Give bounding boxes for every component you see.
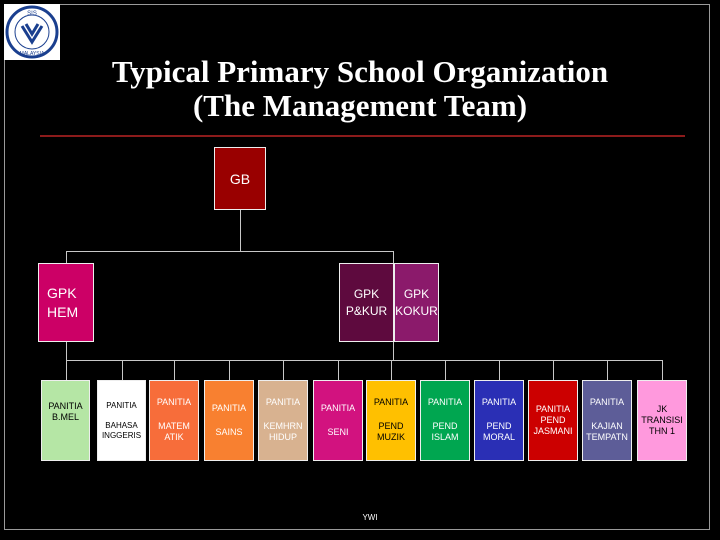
node-gpk-pkur-line2: P&KUR (345, 303, 388, 318)
panitia-pend-moral-bottom: PEND MORAL (483, 421, 516, 442)
panitia-pend-muzik-top: PANITIA (373, 397, 409, 407)
panitia-kajian-tempatan-top: PANITIA (589, 397, 625, 407)
panitia-pend-jasmani: PANITIA PEND JASMANI (528, 380, 578, 461)
panitia-matematik-bottom: MATEM ATIK (158, 421, 190, 442)
connector-drop (607, 360, 608, 380)
node-gb-label: GB (229, 170, 251, 187)
connector-gpk2-down (393, 342, 394, 360)
panitia-pend-moral: PANITIA PEND MORAL (474, 380, 524, 461)
connector-hem-down (66, 342, 67, 360)
logo-subtext: MALAYSIA (20, 51, 45, 57)
panitia-kemhrn-hidup: PANITIA KEMHRN HIDUP (258, 380, 308, 461)
panitia-kemhrn-hidup-top: PANITIA (265, 397, 301, 407)
jk-transisi-thn1: JK TRANSISI THN 1 (637, 380, 687, 461)
connector-drop (662, 360, 663, 380)
node-gpk-hem-line1: GPK (47, 285, 77, 301)
node-gpk-pkur-line1: GPK (353, 286, 380, 301)
node-gpk-hem-line2: HEM (47, 304, 79, 320)
school-logo: SIS MALAYSIA (4, 4, 60, 60)
panitia-seni-top: PANITIA (320, 403, 356, 413)
panitia-bahasa-inggeris-top: PANITIA (106, 401, 137, 410)
panitia-kemhrn-hidup-bottom: KEMHRN HIDUP (263, 421, 303, 442)
node-gpk-pkur: GPK P&KUR (339, 263, 394, 342)
connector-drop (283, 360, 284, 380)
panitia-bmel-bottom: B.MEL (51, 412, 79, 422)
panitia-pend-jasmani-label: PANITIA PEND JASMANI (533, 404, 573, 436)
panitia-seni-bottom: SENI (327, 427, 349, 437)
logo-emblem-icon: SIS MALAYSIA (5, 5, 59, 59)
panitia-matematik-top: PANITIA (156, 397, 192, 407)
panitia-sains-bottom: SAINS (215, 427, 243, 437)
connector-hem-drop (66, 251, 67, 263)
panitia-sains: PANITIA SAINS (204, 380, 254, 461)
connector-gb-down (240, 210, 241, 252)
logo-text: SIS (27, 11, 37, 17)
connector-level3-h (66, 360, 663, 361)
node-gpk-kokur: GPK KOKUR (394, 263, 439, 342)
connector-drop (338, 360, 339, 380)
panitia-seni: PANITIA SENI (313, 380, 363, 461)
connector-drop (553, 360, 554, 380)
panitia-sains-top: PANITIA (211, 403, 247, 413)
panitia-pend-muzik-bottom: PEND MUZIK (377, 421, 405, 442)
panitia-bahasa-inggeris-bottom: BAHASA INGGERIS (101, 421, 142, 440)
connector-drop (391, 360, 392, 380)
panitia-kajian-tempatan: PANITIA KAJIAN TEMPATN (582, 380, 632, 461)
connector-drop (499, 360, 500, 380)
node-gpk-hem: GPK HEM (38, 263, 94, 342)
title-divider (40, 135, 685, 137)
connector-drop (66, 360, 67, 380)
panitia-pend-islam-top: PANITIA (427, 397, 463, 407)
panitia-pend-islam: PANITIA PEND ISLAM (420, 380, 470, 461)
slide-title-line2: (The Management Team) (192, 88, 528, 123)
panitia-bmel: PANITIA B.MEL (41, 380, 90, 461)
node-gb: GB (214, 147, 266, 210)
panitia-pend-muzik: PANITIA PEND MUZIK (366, 380, 416, 461)
footer-initials: YWI (362, 513, 378, 522)
connector-drop (229, 360, 230, 380)
slide-frame (4, 4, 710, 530)
panitia-pend-islam-bottom: PEND ISLAM (431, 421, 459, 442)
node-gpk-kokur-line2: KOKUR (395, 303, 438, 318)
connector-level2-h (66, 251, 394, 252)
panitia-bmel-top: PANITIA (48, 401, 83, 411)
jk-transisi-thn1-label: JK TRANSISI THN 1 (641, 404, 683, 436)
connector-drop (445, 360, 446, 380)
panitia-pend-moral-top: PANITIA (481, 397, 517, 407)
panitia-bahasa-inggeris: PANITIA BAHASA INGGERIS (97, 380, 146, 461)
connector-drop (174, 360, 175, 380)
connector-drop (122, 360, 123, 380)
panitia-kajian-tempatan-bottom: KAJIAN TEMPATN (586, 421, 628, 442)
panitia-matematik: PANITIA MATEM ATIK (149, 380, 199, 461)
connector-gpk2-drop (393, 251, 394, 263)
slide-title-line1: Typical Primary School Organization (111, 54, 609, 89)
node-gpk-kokur-line1: GPK (403, 286, 430, 301)
